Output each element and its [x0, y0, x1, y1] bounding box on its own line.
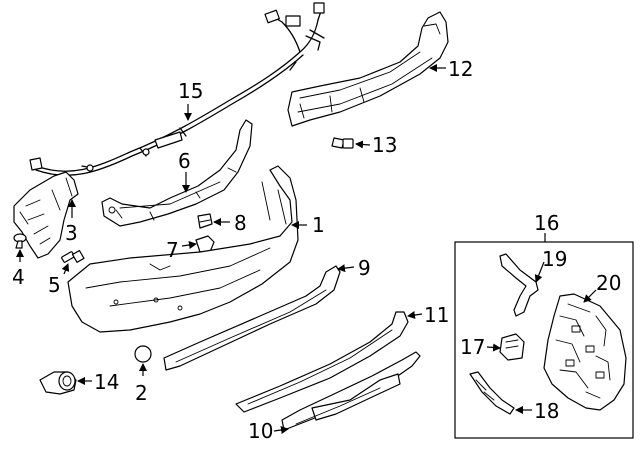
leader-lines [16, 64, 597, 434]
retainer-part [195, 235, 215, 253]
callout-7: 7 [166, 238, 179, 262]
leader-10 [273, 426, 289, 434]
leader-7 [181, 241, 197, 249]
callout-19: 19 [542, 247, 567, 271]
callout-3: 3 [65, 221, 78, 245]
screw-part [61, 249, 85, 263]
side-bracket-part [13, 171, 79, 259]
bumper-cover-part [67, 165, 299, 333]
leader-13 [355, 140, 371, 149]
inset-bracket-part [499, 253, 539, 317]
callout-6: 6 [178, 149, 191, 173]
reinforcement-bar-part [287, 11, 449, 127]
leader-19 [534, 261, 545, 283]
leader-20 [583, 289, 597, 303]
push-pin-part [197, 213, 213, 229]
lower-valance-part [281, 351, 421, 431]
callout-1: 1 [312, 213, 325, 237]
callout-17: 17 [460, 335, 485, 359]
callout-18: 18 [534, 399, 559, 423]
callout-16: 16 [534, 211, 559, 235]
callout-labels: 1 2 3 4 5 6 7 8 9 10 11 12 13 14 15 16 1… [12, 57, 621, 443]
callout-20: 20 [596, 271, 621, 295]
leader-5 [61, 263, 70, 275]
bolt-part [331, 137, 354, 149]
callout-15: 15 [178, 79, 203, 103]
callout-11: 11 [424, 303, 449, 327]
leader-9 [337, 264, 355, 273]
leader-11 [407, 311, 423, 319]
callout-4: 4 [12, 265, 25, 289]
inset-box [454, 241, 634, 439]
valance-strip-part [235, 311, 409, 413]
inset-panel-part [543, 293, 627, 411]
park-sensor-part [39, 371, 77, 395]
callout-2: 2 [135, 381, 148, 405]
callout-10: 10 [248, 419, 273, 443]
callout-8: 8 [234, 211, 247, 235]
clip-part [13, 233, 27, 249]
leader-17 [486, 343, 501, 352]
callout-12: 12 [448, 57, 473, 81]
center-bracket-part [101, 119, 253, 227]
callout-9: 9 [358, 256, 371, 280]
callout-5: 5 [48, 273, 61, 297]
cap-part [134, 345, 152, 363]
callout-13: 13 [372, 133, 397, 157]
inset-harness-part [469, 371, 515, 415]
wiring-harness-part [29, 2, 325, 176]
callout-14: 14 [94, 370, 119, 394]
